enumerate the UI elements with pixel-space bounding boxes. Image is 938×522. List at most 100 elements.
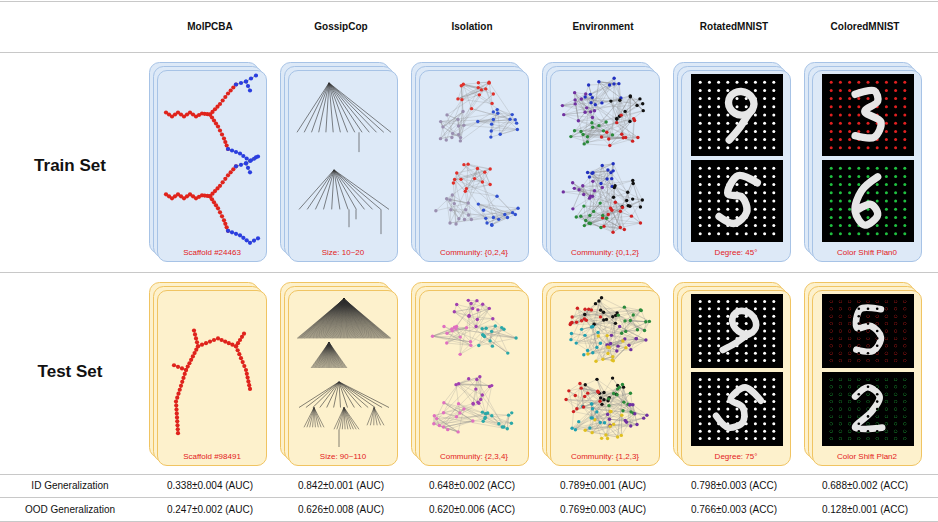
graph-node bbox=[467, 213, 470, 216]
graph-node bbox=[600, 403, 603, 406]
pixel-grid bbox=[745, 322, 748, 325]
atom bbox=[234, 164, 238, 168]
pixel-grid bbox=[894, 422, 897, 425]
pixel-grid bbox=[876, 315, 879, 318]
atom bbox=[230, 343, 234, 347]
pixel-grid bbox=[708, 359, 711, 362]
pixel-grid bbox=[903, 208, 906, 211]
pixel-grid bbox=[848, 105, 851, 108]
pixel-grid bbox=[717, 97, 720, 100]
pixel-grid bbox=[754, 81, 757, 84]
graph-node bbox=[620, 414, 623, 417]
pixel-grid bbox=[772, 81, 775, 84]
pixel-grid bbox=[904, 408, 907, 411]
pixel-grid bbox=[894, 315, 897, 318]
atom bbox=[254, 155, 258, 159]
graph-node bbox=[455, 171, 458, 174]
pixel-grid bbox=[717, 146, 720, 149]
pixel-grid bbox=[830, 105, 833, 108]
pixel-grid bbox=[857, 378, 860, 381]
pixel-grid bbox=[699, 224, 702, 227]
graph-node bbox=[481, 393, 484, 396]
graph-node bbox=[582, 193, 585, 196]
pixel-grid bbox=[894, 345, 897, 348]
pixel-grid bbox=[830, 359, 833, 362]
graph-node bbox=[608, 144, 611, 147]
pixel-grid bbox=[903, 122, 906, 125]
graph-node bbox=[592, 210, 595, 213]
atom bbox=[249, 76, 253, 80]
atom bbox=[221, 180, 225, 184]
dataset-illustration bbox=[158, 71, 267, 262]
pixel-grid bbox=[772, 122, 775, 125]
graph-node bbox=[612, 82, 615, 85]
pixel-grid bbox=[726, 378, 729, 381]
pixel-grid bbox=[699, 232, 702, 235]
graph-node bbox=[596, 390, 599, 393]
pixel-grid bbox=[867, 430, 870, 433]
graph-node bbox=[595, 378, 598, 381]
pixel-grid bbox=[830, 146, 833, 149]
pixel-grid bbox=[708, 191, 711, 194]
pixel-grid bbox=[745, 344, 748, 347]
pixel-grid bbox=[708, 300, 711, 303]
pixel-grid bbox=[848, 415, 851, 418]
pixel-grid bbox=[894, 208, 897, 211]
atom bbox=[180, 366, 184, 370]
graph-node bbox=[606, 168, 609, 171]
atom bbox=[246, 375, 250, 379]
pixel-grid bbox=[708, 97, 711, 100]
pixel-grid bbox=[726, 89, 729, 92]
pixel-grid bbox=[839, 300, 842, 303]
pixel-grid bbox=[699, 415, 702, 418]
atom bbox=[248, 159, 252, 163]
pixel-grid bbox=[839, 400, 842, 403]
graph-node bbox=[457, 382, 460, 385]
graph-node bbox=[643, 329, 646, 332]
atom bbox=[174, 403, 178, 407]
pixel-grid bbox=[830, 130, 833, 133]
graph-node bbox=[577, 119, 580, 122]
pixel-grid bbox=[754, 359, 757, 362]
graph-node bbox=[442, 401, 445, 404]
pixel-grid bbox=[708, 105, 711, 108]
pixel-grid bbox=[867, 232, 870, 235]
pixel-grid bbox=[867, 378, 870, 381]
graph-node bbox=[586, 140, 589, 143]
card-caption: Community: {1,2,3} bbox=[568, 451, 642, 465]
atom bbox=[223, 177, 227, 181]
pixel-grid bbox=[772, 393, 775, 396]
pixel-grid bbox=[839, 330, 842, 333]
pixel-grid bbox=[903, 315, 906, 318]
bond bbox=[228, 231, 258, 243]
graph-node bbox=[474, 325, 477, 328]
graph-node bbox=[619, 210, 622, 213]
graph-node bbox=[462, 407, 465, 410]
graph-node bbox=[609, 410, 612, 413]
graph-node bbox=[491, 317, 494, 320]
pixel-grid bbox=[830, 423, 833, 426]
pixel-grid bbox=[708, 415, 711, 418]
graph-node bbox=[476, 120, 479, 123]
graph-node bbox=[629, 94, 632, 97]
handwritten-digit bbox=[855, 90, 881, 138]
image-background bbox=[822, 74, 914, 156]
graph-node bbox=[581, 184, 584, 187]
pixel-grid bbox=[830, 208, 833, 211]
graph-node bbox=[617, 82, 620, 85]
graph-node bbox=[597, 80, 600, 83]
graph-node bbox=[459, 335, 462, 338]
atom bbox=[212, 338, 216, 342]
pixel-grid bbox=[867, 344, 870, 347]
pixel-grid bbox=[885, 97, 888, 100]
pixel-grid bbox=[876, 415, 879, 418]
propagation-tree bbox=[304, 408, 324, 428]
pixel-grid bbox=[839, 359, 842, 362]
graph-node bbox=[583, 334, 586, 337]
graph-node bbox=[591, 195, 594, 198]
graph-node bbox=[514, 118, 517, 121]
graph-node bbox=[638, 97, 641, 100]
pixel-grid bbox=[848, 337, 851, 340]
graph-node bbox=[601, 164, 604, 167]
graph-node bbox=[604, 433, 607, 436]
